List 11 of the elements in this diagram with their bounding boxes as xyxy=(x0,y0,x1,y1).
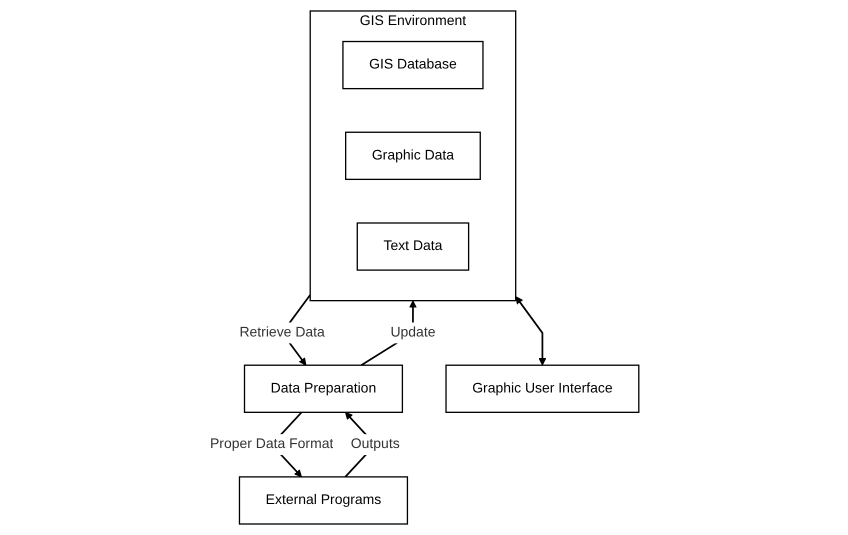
node-box: GIS Database xyxy=(342,40,484,90)
node-box: Text Data xyxy=(356,222,469,271)
edge-label: Update xyxy=(390,325,436,340)
node-box: Data Preparation xyxy=(243,364,403,413)
arrow xyxy=(515,296,546,366)
edge-label: Retrieve Data xyxy=(239,325,324,340)
edge-label: Outputs xyxy=(350,436,400,452)
node-box: Graphic Data xyxy=(344,132,481,180)
node-box: External Programs xyxy=(238,476,408,525)
node-box: Graphic User Interface xyxy=(444,364,640,413)
edge-label: Proper Data Format xyxy=(210,436,333,452)
